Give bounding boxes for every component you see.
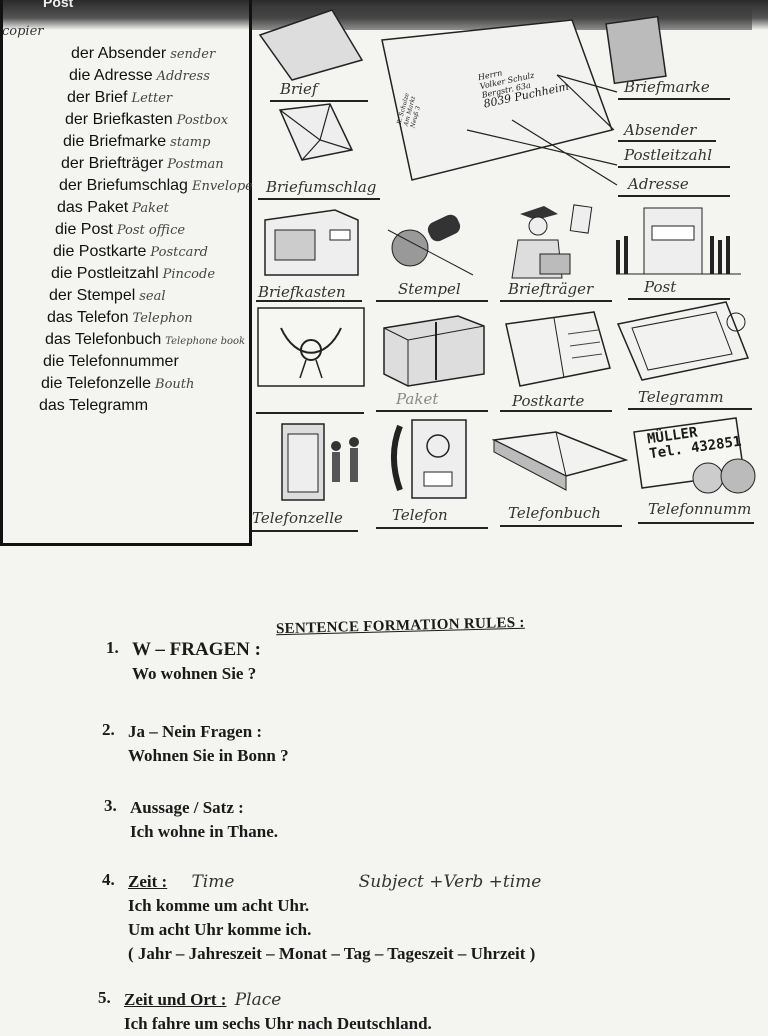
label-briefkasten: Briefkasten [258,283,346,301]
answer-line [628,298,730,300]
paket-drawing [378,308,488,388]
label-brief: Brief [280,80,318,98]
answer-line [376,410,488,412]
answer-line [500,525,622,527]
vocabulary-header: Post [43,0,74,10]
rule-1: 1. W – FRAGEN : Wo wohnen Sie ? [106,638,261,683]
label-brieftraeger: Briefträger [508,280,594,298]
stempel-drawing [378,200,488,280]
answer-line [258,198,380,200]
answer-line [638,522,754,524]
answer-line [618,98,730,100]
answer-line [256,300,362,302]
handwritten-note-subject-verb-time: Subject +Verb +time [358,872,542,892]
label-telefonbuch: Telefonbuch [508,504,601,522]
label-telefon: Telefon [392,506,448,524]
label-postleitzahl: Postleitzahl [624,146,713,164]
label-paket: Paket [396,390,439,408]
telefonbuch-drawing [492,418,628,494]
rule-3: 3. Aussage / Satz : Ich wohne in Thane. [104,796,279,841]
rule-5: 5. Zeit und Ort : Place Ich fahre um sec… [98,988,432,1033]
rule-2: 2. Ja – Nein Fragen : Wohnen Sie in Bonn… [102,720,289,765]
answer-line [618,166,730,168]
brieftraeger-drawing [500,200,600,280]
vocab-item: das Telegramm [39,397,149,414]
answer-line [256,412,364,414]
margin-note: copier [2,24,44,39]
post-office-drawing [616,200,741,280]
addressed-envelope-figure: Herrn Volker Schulz Bergstr. 63a 8039 Pu… [252,0,768,200]
handwritten-note-time: Time [191,872,235,892]
answer-line [252,530,358,532]
telefonnummer-card-drawing: MÜLLER Tel. 432851 [632,416,760,498]
answer-line [500,410,612,412]
label-postkarte: Postkarte [512,392,585,410]
answer-line [376,527,488,529]
sentence-rules-section: SENTENCE FORMATION RULES : 1. W – FRAGEN… [0,560,768,1033]
answer-line [376,300,488,302]
rules-title: SENTENCE FORMATION RULES : [275,614,525,638]
label-telefonnummer: Telefonnumm [648,500,752,518]
answer-line [618,140,716,142]
vocab-item: die Telefonnummer [43,353,179,370]
rule-4: 4. Zeit : Time Subject +Verb +time Ich k… [102,870,542,963]
label-briefmarke: Briefmarke [624,78,710,96]
postkarte-drawing [502,308,612,388]
label-absender: Absender [624,121,697,139]
answer-line [500,300,612,302]
label-adresse: Adresse [628,175,689,193]
label-telefonzelle: Telefonzelle [252,509,343,527]
handwritten-note-place: Place [234,990,282,1010]
answer-line [270,100,368,102]
briefkasten-drawing [260,205,360,280]
telegramm-drawing [616,296,750,384]
label-stempel: Stempel [398,280,461,298]
picture-grid: Herrn Volker Schulz Bergstr. 63a 8039 Pu… [252,0,768,546]
telefon-drawing [388,416,478,500]
label-telegramm: Telegramm [638,388,724,406]
label-post: Post [644,278,677,296]
answer-line [618,195,730,197]
posthorn-drawing [256,306,366,388]
answer-line [628,408,752,410]
label-briefumschlag: Briefumschlag [266,178,377,196]
telefonzelle-drawing [264,420,368,502]
